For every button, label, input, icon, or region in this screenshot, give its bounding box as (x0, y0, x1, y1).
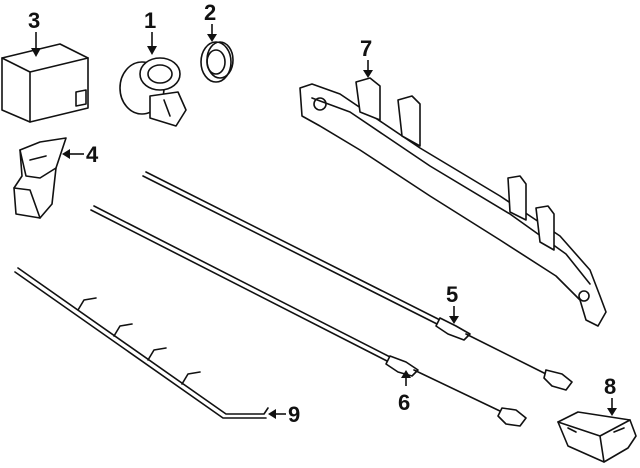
part-4-bracket (13, 137, 67, 219)
callout-9: 9 (268, 402, 300, 427)
part-8-control-unit (557, 411, 637, 463)
callout-1: 1 (144, 8, 157, 55)
part-6-cable (90, 205, 527, 427)
callout-8: 8 (604, 374, 617, 416)
svg-text:6: 6 (398, 390, 410, 415)
part-9-wiring-harness (14, 267, 269, 419)
part-7-sensor-carrier (299, 77, 607, 327)
callout-5: 5 (446, 282, 459, 324)
part-5-cable (142, 171, 573, 391)
part-3-control-module (1, 43, 89, 123)
callout-3: 3 (28, 8, 41, 57)
svg-text:9: 9 (288, 402, 300, 427)
svg-text:3: 3 (28, 8, 40, 33)
svg-text:5: 5 (446, 282, 458, 307)
svg-text:7: 7 (360, 36, 372, 61)
part-1-parking-sensor (119, 57, 187, 127)
svg-text:4: 4 (86, 142, 99, 167)
part-2-grommet (200, 41, 234, 83)
svg-text:8: 8 (604, 374, 616, 399)
callout-7: 7 (360, 36, 373, 78)
svg-text:1: 1 (144, 8, 156, 33)
callout-4: 4 (62, 142, 99, 167)
svg-text:2: 2 (204, 0, 216, 25)
callout-2: 2 (204, 0, 217, 42)
callout-6: 6 (398, 370, 411, 415)
